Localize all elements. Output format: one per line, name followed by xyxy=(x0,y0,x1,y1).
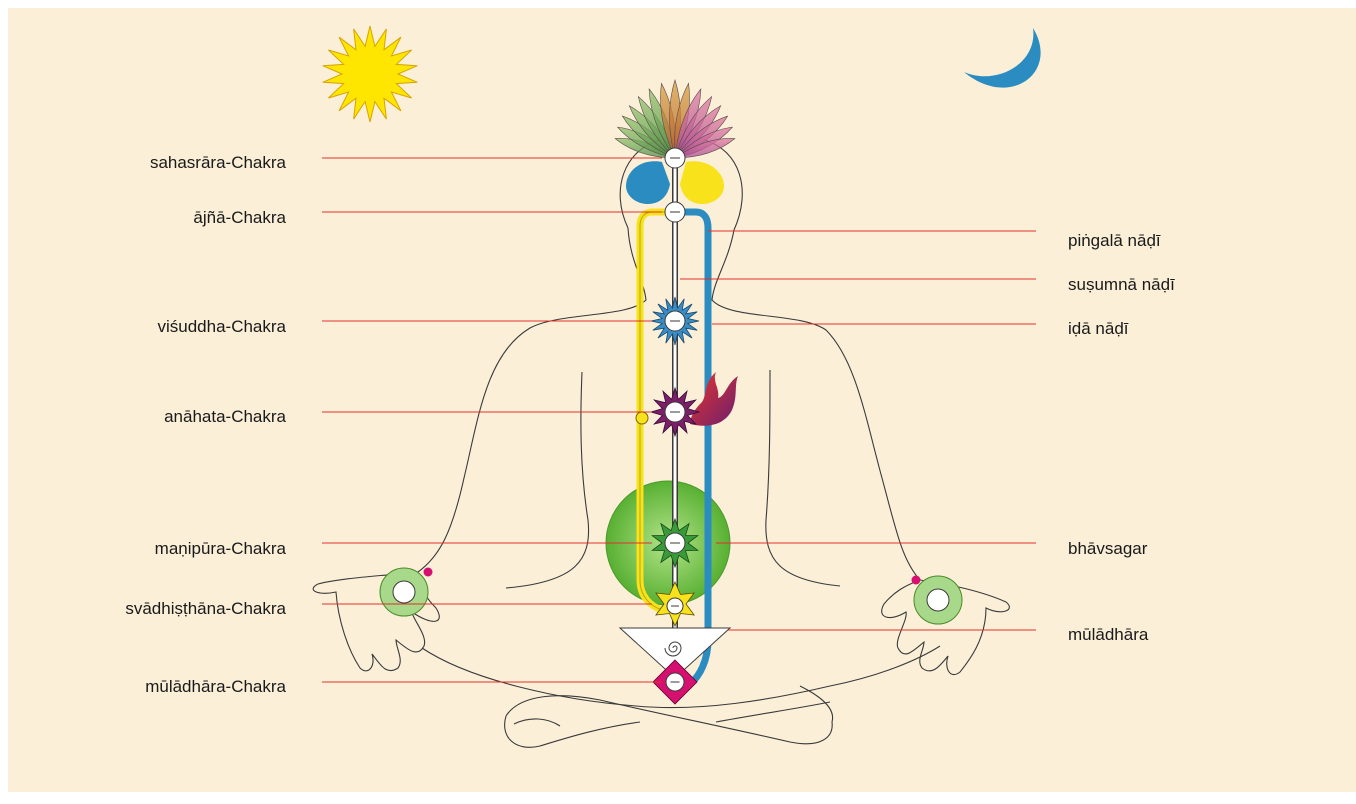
label-sushumna-nadi: suṣumnā nāḍī xyxy=(1068,275,1175,295)
sun-icon xyxy=(323,26,418,122)
label-anahata-chakra: anāhata-Chakra xyxy=(46,407,286,427)
label-vishuddha-chakra: viśuddha-Chakra xyxy=(46,317,286,337)
crescent-moon-icon xyxy=(964,28,1041,88)
label-sahasrara-chakra: sahasrāra-Chakra xyxy=(46,153,286,173)
right-hand-chakra xyxy=(912,576,963,625)
label-svadhisthana-chakra: svādhiṣṭhāna-Chakra xyxy=(46,599,286,619)
label-bhavsagar: bhāvsagar xyxy=(1068,539,1147,559)
thousand-petal-lotus-icon xyxy=(615,80,735,158)
label-ajna-chakra: ājñā-Chakra xyxy=(46,208,286,228)
label-pingala-nadi: piṅgalā nāḍī xyxy=(1068,231,1161,251)
left-hand-chakra xyxy=(380,568,433,617)
pingala-node xyxy=(636,412,648,424)
label-muladhara: mūlādhāra xyxy=(1068,625,1148,645)
label-ida-nadi: iḍā nāḍī xyxy=(1068,319,1129,339)
label-muladhara-chakra: mūlādhāra-Chakra xyxy=(46,677,286,697)
label-manipura-chakra: maṇipūra-Chakra xyxy=(46,539,286,559)
flame-icon xyxy=(690,372,738,426)
